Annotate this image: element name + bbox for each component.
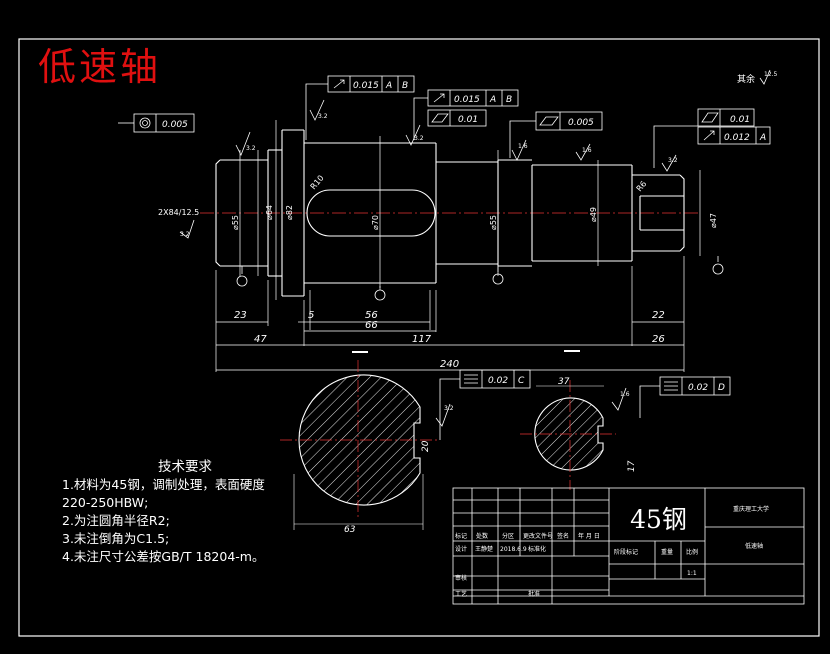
tol-cyl3-value: 0.01 xyxy=(730,115,750,125)
ra-label-1: 3.2 xyxy=(246,145,256,152)
ra-label-7: 3.2 xyxy=(180,231,190,238)
tol-runout2-datum-a: A xyxy=(489,95,496,105)
dim-l47: 47 xyxy=(254,334,267,345)
tol-sym1-value: 0.02 xyxy=(488,376,508,386)
dim-l117: 117 xyxy=(412,334,432,345)
dim-l5: 5 xyxy=(308,310,314,321)
material-label: 45钢 xyxy=(630,505,687,534)
tol-concentric-value: 0.005 xyxy=(162,120,188,130)
ra-label-8: 3.2 xyxy=(444,405,454,412)
shaft-main-view xyxy=(200,129,700,297)
tech-requirements: 技术要求 1.材料为45钢，调制处理，表面硬度 220-250HBW; 2.为注… xyxy=(62,458,322,566)
tolerance-frames xyxy=(118,75,771,440)
tol-runout3-datum: A xyxy=(759,133,766,143)
tb-label-ratio: 比例 xyxy=(686,548,698,556)
dim-l240: 240 xyxy=(440,359,459,370)
tb-school: 重庆理工大学 xyxy=(733,505,769,513)
ra-label-3: 3.2 xyxy=(414,135,424,142)
ra-label-2: 3.2 xyxy=(318,113,328,120)
dim-r6: R6 xyxy=(635,179,649,193)
dim-r10: R10 xyxy=(309,173,326,191)
datum-markers xyxy=(236,256,724,301)
drawing-title: 低速轴 xyxy=(38,45,162,89)
tol-runout1-value: 0.015 xyxy=(353,81,379,91)
tb-label-review: 审核 xyxy=(455,574,467,582)
tech-requirement-item: 2.为注圆角半径R2; xyxy=(62,513,170,528)
tb-scale: 1:1 xyxy=(687,570,697,577)
tol-runout2-datum-b: B xyxy=(506,95,512,105)
roughness-symbols xyxy=(179,69,771,427)
tech-requirement-item: 1.材料为45钢，调制处理，表面硬度 xyxy=(62,477,265,492)
ra-label-5: 1.6 xyxy=(582,147,592,154)
tol-sym1-datum: C xyxy=(518,376,525,386)
ra-label-6: 3.2 xyxy=(668,157,678,164)
tb-part-name: 低速轴 xyxy=(745,542,763,550)
sec-dim-20: 20 xyxy=(421,440,431,452)
tol-cyl2-value: 0.01 xyxy=(458,115,478,125)
tol-runout2-value: 0.015 xyxy=(454,95,480,105)
tb-label-design: 设计 xyxy=(455,545,467,553)
dim-d55-left: ⌀55 xyxy=(231,215,240,230)
section-view-1 xyxy=(280,351,440,530)
dim-d82: ⌀82 xyxy=(285,205,294,220)
tolerance-symbols xyxy=(139,79,719,391)
dim-d55-mid: ⌀55 xyxy=(489,215,498,230)
tb-designer: 王静楚 xyxy=(475,545,493,553)
dim-d70: ⌀70 xyxy=(371,215,380,230)
ra-label-9: 1.6 xyxy=(620,391,630,398)
tol-runout1-datum-a: A xyxy=(385,81,392,91)
dim-d64: ⌀64 xyxy=(265,205,274,220)
tech-requirement-item: 220-250HBW; xyxy=(62,495,149,510)
drawing-border xyxy=(18,38,820,637)
dim-l56: 56 xyxy=(365,310,378,321)
dim-d49: ⌀49 xyxy=(589,207,598,222)
tech-requirements-heading: 技术要求 xyxy=(158,459,212,475)
tol-sym2-datum: D xyxy=(718,383,725,393)
tb-label-change-doc: 更改文件号 xyxy=(523,532,553,540)
length-dimensions xyxy=(215,256,685,372)
ra-label-4: 1.6 xyxy=(518,143,528,150)
tb-label-standardize: 标准化 xyxy=(528,545,546,553)
tb-label-zone: 分区 xyxy=(502,532,514,540)
tb-label-count: 处数 xyxy=(476,532,488,540)
dim-l26: 26 xyxy=(652,334,665,345)
tb-design-date: 2018.6.9 xyxy=(500,546,527,553)
tol-runout3-value: 0.012 xyxy=(724,133,750,143)
roughness-note: 其余 xyxy=(737,73,755,85)
sec-dim-37: 37 xyxy=(558,377,570,387)
section-view-2 xyxy=(520,350,616,490)
tech-requirement-item: 3.未注倒角为C1.5; xyxy=(62,531,170,546)
diameter-dimensions xyxy=(239,120,701,300)
title-block xyxy=(452,487,805,605)
sec-dim-17: 17 xyxy=(627,460,637,472)
dim-l66: 66 xyxy=(365,320,378,331)
dim-l22: 22 xyxy=(652,310,665,321)
tol-cyl1-value: 0.005 xyxy=(568,118,594,128)
tb-label-sign: 签名 xyxy=(557,532,569,540)
dim-l23: 23 xyxy=(234,310,247,321)
tb-label-date: 年 月 日 xyxy=(578,532,600,540)
tb-label-approve: 批准 xyxy=(528,590,540,598)
tech-requirement-item: 4.未注尺寸公差按GB/T 18204-m。 xyxy=(62,549,265,564)
dim-chamfer-left: 2X84/12.5 xyxy=(158,208,199,217)
tb-label-process: 工艺 xyxy=(455,590,467,598)
tb-label-stage: 阶段标记 xyxy=(614,548,638,556)
dim-d47: ⌀47 xyxy=(709,213,718,228)
tb-label-mark: 标记 xyxy=(455,532,467,540)
tol-runout1-datum-b: B xyxy=(402,81,408,91)
sec-dim-63: 63 xyxy=(344,525,356,535)
tb-label-weight: 重量 xyxy=(661,548,673,556)
tol-sym2-value: 0.02 xyxy=(688,383,708,393)
ra-note-value: 12.5 xyxy=(764,71,778,78)
